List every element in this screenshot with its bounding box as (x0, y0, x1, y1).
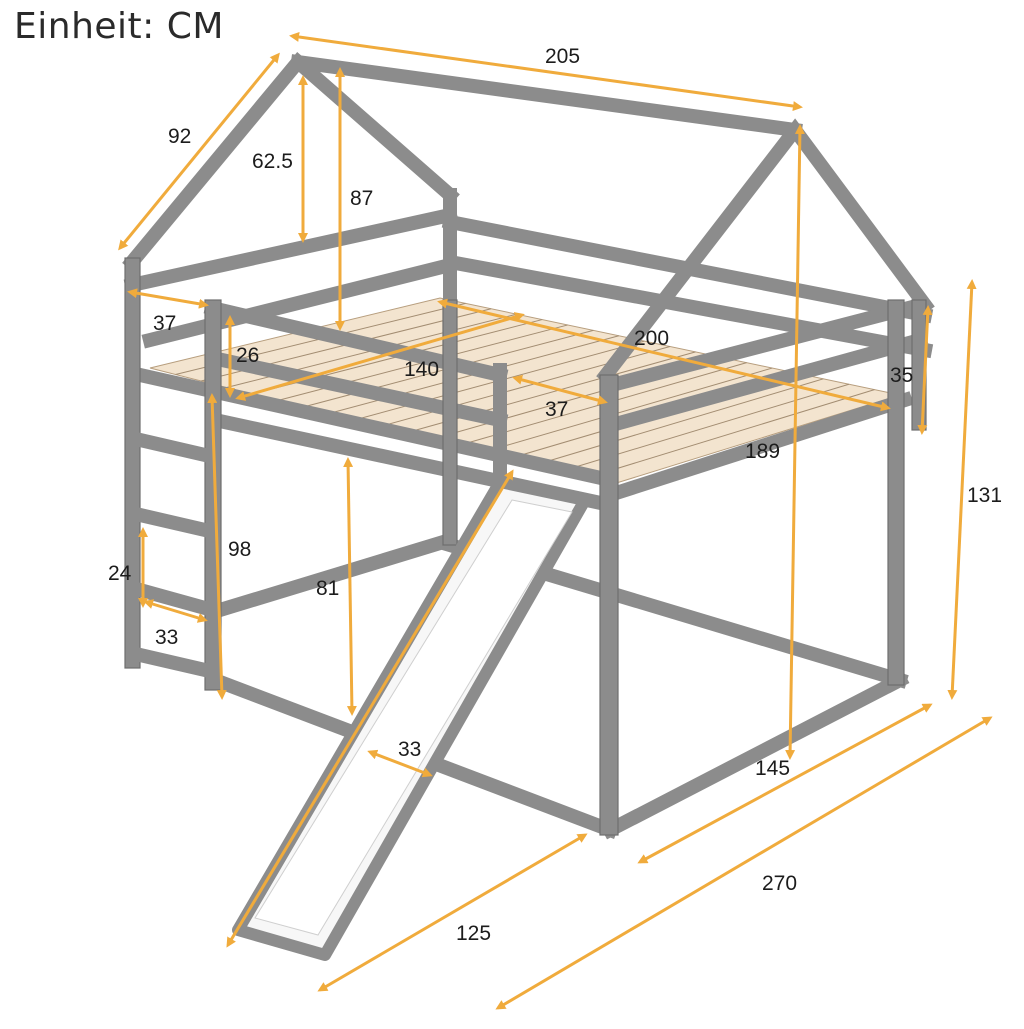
label-total-height: 131 (967, 484, 1002, 507)
label-total-length: 270 (762, 872, 797, 895)
unit-label: Einheit: CM (14, 6, 224, 47)
label-gable-total-height: 87 (350, 187, 373, 210)
label-bed-length: 200 (634, 327, 669, 350)
label-post-height: 145 (755, 757, 790, 780)
label-ladder-step-gap: 24 (108, 562, 132, 585)
label-rail-height: 26 (236, 344, 259, 367)
label-ladder-width: 33 (155, 626, 178, 649)
label-slide-projection: 125 (456, 922, 491, 945)
label-bed-width: 140 (404, 358, 439, 381)
dimension-lines (118, 32, 993, 1010)
label-gable-height: 62.5 (252, 150, 293, 173)
label-roof-length: 205 (545, 45, 580, 68)
label-side-rail-height: 35 (890, 364, 913, 387)
label-slide-width: 33 (398, 738, 421, 761)
label-entry-opening: 37 (545, 398, 568, 421)
label-underbed-height: 81 (316, 577, 339, 600)
label-inner-length: 189 (745, 440, 780, 463)
label-ladder-height: 98 (228, 538, 251, 561)
label-roof-depth: 92 (168, 125, 191, 148)
label-rail-gap: 37 (153, 312, 176, 335)
dimension-labels: 92 205 62.5 87 37 26 140 200 37 35 189 1… (108, 45, 1002, 945)
